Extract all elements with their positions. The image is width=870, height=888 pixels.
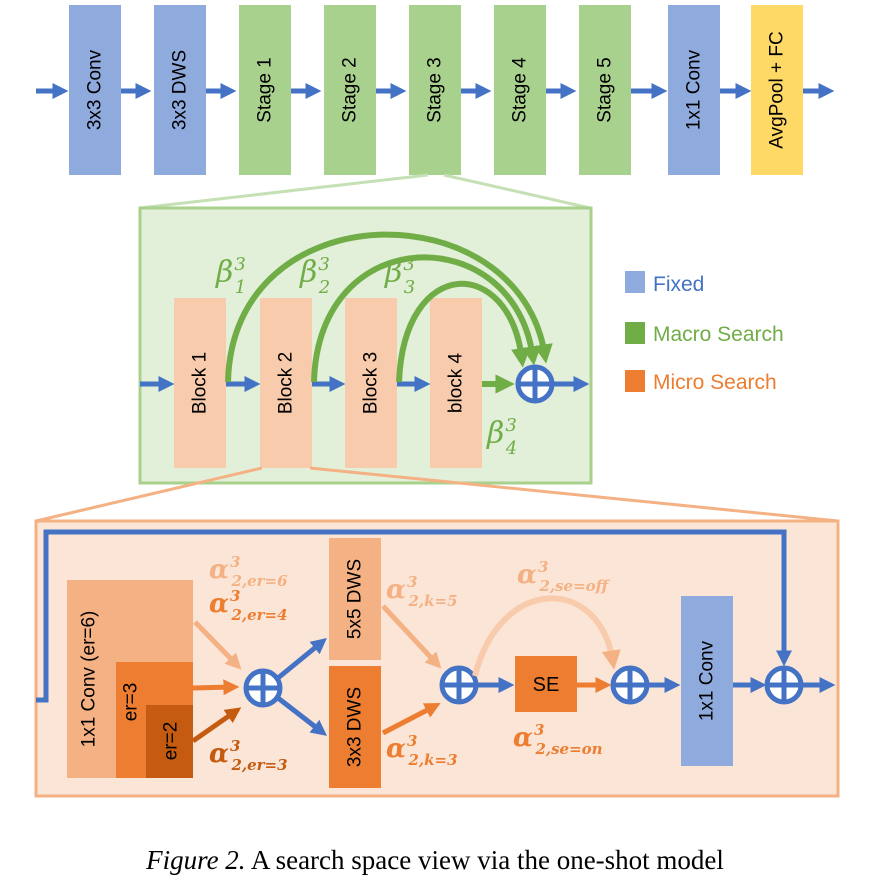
se-off-arc [472, 595, 621, 677]
stage3-box: Stage 3 [409, 5, 461, 175]
conv1x1-detail-label: 1x1 Conv [697, 640, 718, 721]
legend-micro: Micro Search [625, 370, 777, 394]
dws5x5-box: 5x5 DWS [329, 538, 381, 660]
stage5-label: Stage 5 [595, 57, 616, 123]
er2-label: er=2 [161, 722, 182, 761]
figure-number: Figure 2. [146, 845, 246, 875]
figure-caption: Figure 2. A search space view via the on… [0, 845, 870, 876]
conv-er6-label: 1x1 Conv (er=6) [79, 611, 100, 748]
avgpool-fc-label: AvgPool + FC [767, 31, 788, 148]
conv1x1-detail-box: 1x1 Conv [681, 596, 733, 766]
se-box: SE [515, 656, 577, 712]
expansion-sum-node [243, 668, 283, 708]
legend: Fixed Macro Search Micro Search [625, 271, 784, 394]
stage3-zoom-lines [139, 173, 591, 210]
conv3x3-label: 3x3 Conv [85, 49, 106, 130]
stage3-label: Stage 3 [425, 57, 446, 123]
residual-sum-node [764, 665, 804, 705]
se-label: SE [533, 674, 560, 696]
stage2-label: Stage 2 [340, 57, 361, 123]
block2-label: Block 2 [276, 352, 297, 414]
block2: Block 2 [260, 298, 312, 468]
dws5x5-label: 5x5 DWS [345, 559, 366, 639]
legend-macro: Macro Search [625, 322, 784, 346]
kernel-arrows [381, 604, 442, 736]
stage-sum-node [515, 364, 555, 404]
dws3x3-label: 3x3 DWS [170, 50, 191, 130]
legend-fixed: Fixed [625, 271, 704, 296]
stage1-box: Stage 1 [239, 5, 291, 175]
legend-fixed-swatch [625, 271, 645, 293]
kernel-sum-node [439, 665, 479, 705]
legend-fixed-label: Fixed [653, 273, 704, 296]
block-detail-panel: 1x1 Conv (er=6) er=3 er=2 5x5 DWS [34, 519, 840, 798]
kernel-branch-arrows [276, 637, 328, 736]
se-sum-node [610, 665, 650, 705]
stage4-box: Stage 4 [494, 5, 546, 175]
dws3x3-detail-label: 3x3 DWS [345, 687, 366, 767]
expansion-arrows [191, 620, 242, 744]
stage5-box: Stage 5 [579, 5, 631, 175]
er3-label: er=3 [121, 683, 142, 722]
stage-detail-panel: Block 1 Block 2 Block 3 block 4 [138, 206, 593, 485]
dws3x3-box: 3x3 DWS [154, 5, 206, 175]
block1-label: Block 1 [190, 352, 211, 414]
block4-label: block 4 [446, 352, 467, 413]
legend-micro-label: Micro Search [653, 371, 777, 394]
block4: block 4 [430, 298, 482, 468]
avgpool-fc-box: AvgPool + FC [751, 5, 803, 175]
block1: Block 1 [174, 298, 226, 468]
caption-text: A search space view via the one-shot mod… [250, 845, 724, 875]
top-pipeline: 3x3 Conv 3x3 DWS Stage 1 Stage 2 Stage 3… [36, 5, 835, 175]
stage2-box: Stage 2 [324, 5, 376, 175]
macro-search-arcs [225, 231, 553, 394]
block3-label: Block 3 [361, 352, 382, 414]
stage1-label: Stage 1 [255, 57, 276, 123]
er2-box: er=2 [146, 705, 193, 778]
conv1x1-label: 1x1 Conv [684, 49, 705, 130]
conv3x3-box: 3x3 Conv [69, 5, 121, 175]
legend-macro-swatch [625, 322, 645, 344]
dws3x3-detail-box: 3x3 DWS [329, 666, 381, 788]
legend-micro-swatch [625, 370, 645, 392]
block3: Block 3 [345, 298, 397, 468]
conv1x1-box: 1x1 Conv [668, 5, 720, 175]
block2-zoom-lines [35, 466, 839, 523]
legend-macro-label: Macro Search [653, 323, 784, 346]
residual-skip-path [36, 529, 793, 703]
stage4-label: Stage 4 [510, 57, 531, 123]
